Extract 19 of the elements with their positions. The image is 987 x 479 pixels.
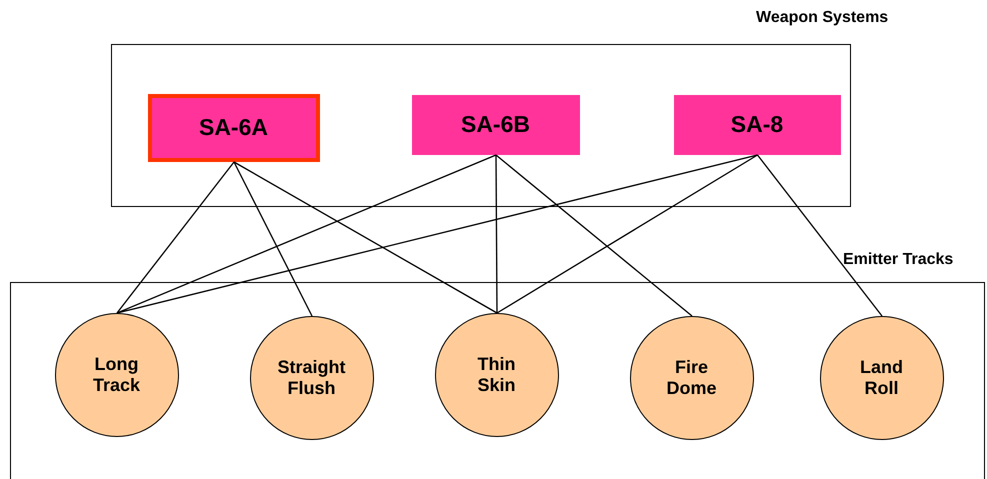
connector-line [233, 162, 313, 316]
connector-line [116, 154, 758, 314]
emitter-circle: Long Track [54, 312, 178, 436]
weapon-box: SA-6B [412, 94, 580, 154]
connector-line [234, 161, 498, 314]
weapon-box: SA-6A [148, 94, 320, 162]
emitter-circle: Straight Flush [250, 316, 374, 440]
emitter-circle: Fire Dome [630, 316, 754, 440]
connector-line [116, 154, 496, 314]
connector-line [495, 155, 498, 313]
connector-line [496, 154, 758, 314]
connector-line [116, 162, 235, 314]
group-title: Weapon Systems [756, 9, 888, 27]
emitter-circle: Thin Skin [434, 312, 558, 436]
connector-line [756, 154, 883, 316]
connector-line [496, 154, 692, 316]
group-title: Emitter Tracks [843, 251, 954, 269]
emitter-circle: Land Roll [820, 316, 944, 440]
weapon-box: SA-8 [674, 94, 840, 154]
